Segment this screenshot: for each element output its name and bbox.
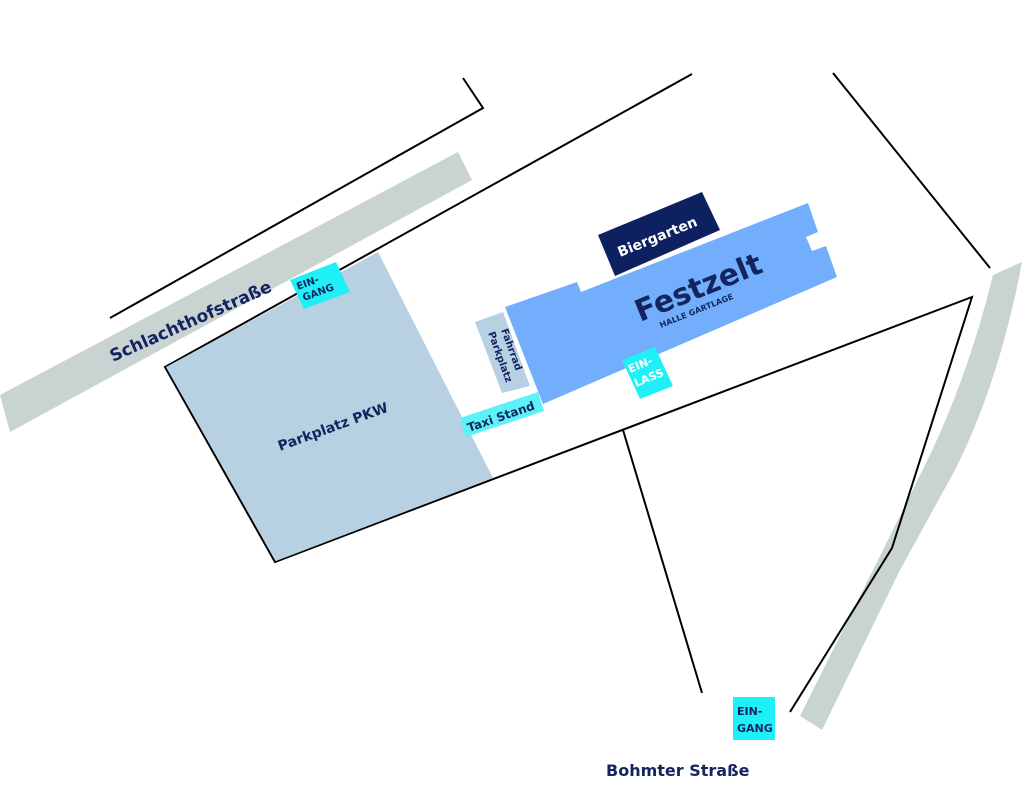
boundary-lines xyxy=(109,72,991,713)
road-right xyxy=(800,262,1022,730)
eingang-bottom-label-2: GANG xyxy=(737,722,773,735)
biergarten-area xyxy=(598,192,720,276)
eingang-top-area[interactable] xyxy=(290,262,350,309)
fahrrad-parkplatz-area xyxy=(475,312,530,393)
taxi-stand-area xyxy=(460,392,544,437)
eingang-bottom-area[interactable] xyxy=(733,697,775,740)
eingang-bottom-label-1: EIN- xyxy=(737,705,762,718)
einlass-area[interactable] xyxy=(622,347,673,399)
street-label-bohmter: Bohmter Straße xyxy=(606,761,750,780)
road-schlachthofstrasse xyxy=(0,152,472,432)
parkplatz-pkw-area xyxy=(166,252,493,561)
festzelt-area xyxy=(505,203,837,404)
